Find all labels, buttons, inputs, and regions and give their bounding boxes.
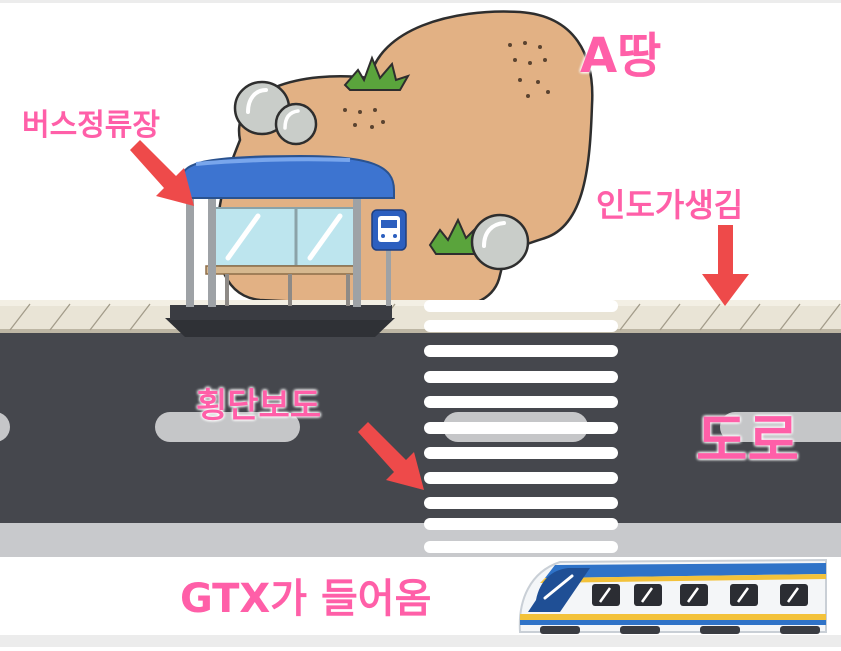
label-sidewalk: 인도가생김 (596, 186, 744, 224)
bus-shelter (165, 154, 395, 337)
bus-stop-sign (371, 209, 407, 306)
top-border (0, 0, 841, 3)
road (0, 333, 841, 523)
label-land: A땅 (580, 28, 662, 84)
gtx-train (518, 558, 827, 634)
arrow-to-bus-stop (130, 140, 194, 206)
label-gtx: GTX가 들어옴 (180, 576, 432, 622)
lane-marking (155, 412, 300, 442)
crosswalk (424, 300, 618, 553)
bus-icon (378, 216, 400, 242)
rock (470, 213, 530, 271)
label-bus-stop: 버스정류장 (22, 108, 160, 143)
bottom-border (0, 635, 841, 647)
label-crosswalk: 횡단보도 (196, 386, 322, 426)
grass-tuft (343, 55, 411, 91)
arrow-to-sidewalk (702, 225, 749, 306)
road-edge (0, 523, 841, 557)
lane-marking (0, 412, 10, 442)
sidewalk (0, 300, 841, 333)
label-road: 도로 (696, 409, 800, 474)
lane-marking (720, 412, 841, 442)
arrow-to-crosswalk (358, 422, 424, 490)
rock (274, 102, 318, 146)
